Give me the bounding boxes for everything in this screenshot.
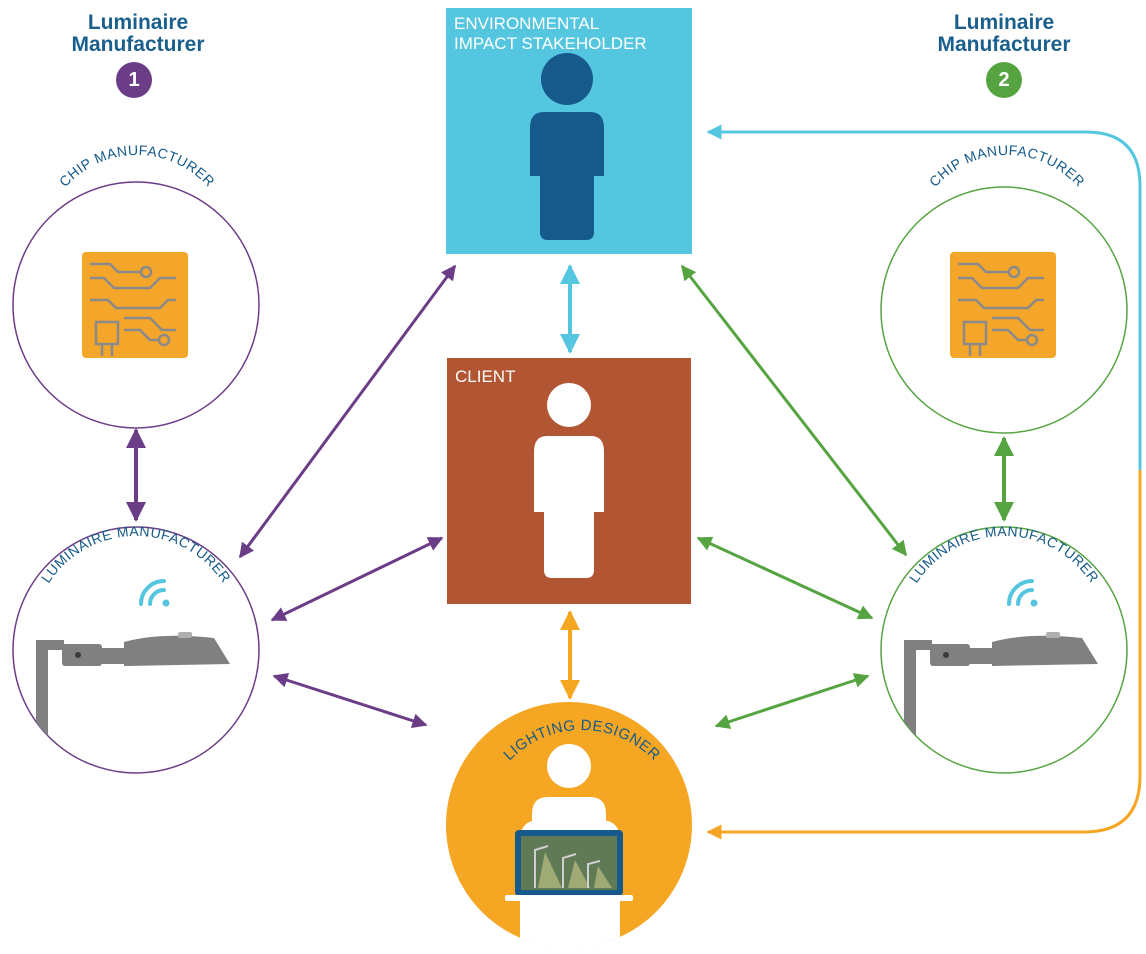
manufacturer-2-title: Luminaire Manufacturer <box>904 12 1104 56</box>
chip-manufacturer-1-node: CHIP MANUFACTURER <box>12 142 260 429</box>
person-icon <box>530 53 604 240</box>
arrow-lum2-env <box>680 264 908 557</box>
luminaire-manufacturer-2-node: LUMINAIRE MANUFACTURER <box>880 523 1128 774</box>
streetlight-icon <box>36 632 230 773</box>
wifi-icon <box>139 579 170 607</box>
env-label-line2: IMPACT STAKEHOLDER <box>454 34 647 53</box>
manufacturer-2-title-text: Luminaire Manufacturer <box>937 11 1071 56</box>
arrow-lum1-env <box>238 264 457 559</box>
arrow-loop-env <box>706 124 1142 470</box>
laptop-icon <box>505 830 633 901</box>
arrow-lum1-client <box>270 536 444 622</box>
client-box: CLIENT <box>447 358 691 604</box>
chip-icon <box>82 252 188 358</box>
luminaire-manufacturer-1-node: LUMINAIRE MANUFACTURER <box>12 523 260 774</box>
lighting-designer-node: LIGHTING DESIGNER <box>446 702 692 948</box>
manufacturer-2-badge: 2 <box>986 62 1022 98</box>
arrow-lum2-designer <box>714 673 870 729</box>
wifi-icon <box>1007 579 1038 607</box>
arrow-loop-designer <box>706 470 1142 840</box>
chip-icon <box>950 252 1056 358</box>
env-label-line1: ENVIRONMENTAL <box>454 14 599 33</box>
person-icon <box>534 383 604 578</box>
client-label: CLIENT <box>455 367 515 386</box>
manufacturer-1-title-text: Luminaire Manufacturer <box>71 11 205 56</box>
chip-manufacturer-label: CHIP MANUFACTURER <box>926 142 1088 190</box>
arrow-lum1-designer <box>272 673 428 728</box>
manufacturer-1-title: Luminaire Manufacturer <box>48 12 228 56</box>
connection-arrows <box>126 124 1142 840</box>
chip-manufacturer-2-node: CHIP MANUFACTURER <box>880 142 1128 434</box>
environmental-stakeholder-box: ENVIRONMENTAL IMPACT STAKEHOLDER <box>446 8 692 254</box>
arrow-lum2-client <box>696 536 874 620</box>
manufacturer-1-badge: 1 <box>116 62 152 98</box>
